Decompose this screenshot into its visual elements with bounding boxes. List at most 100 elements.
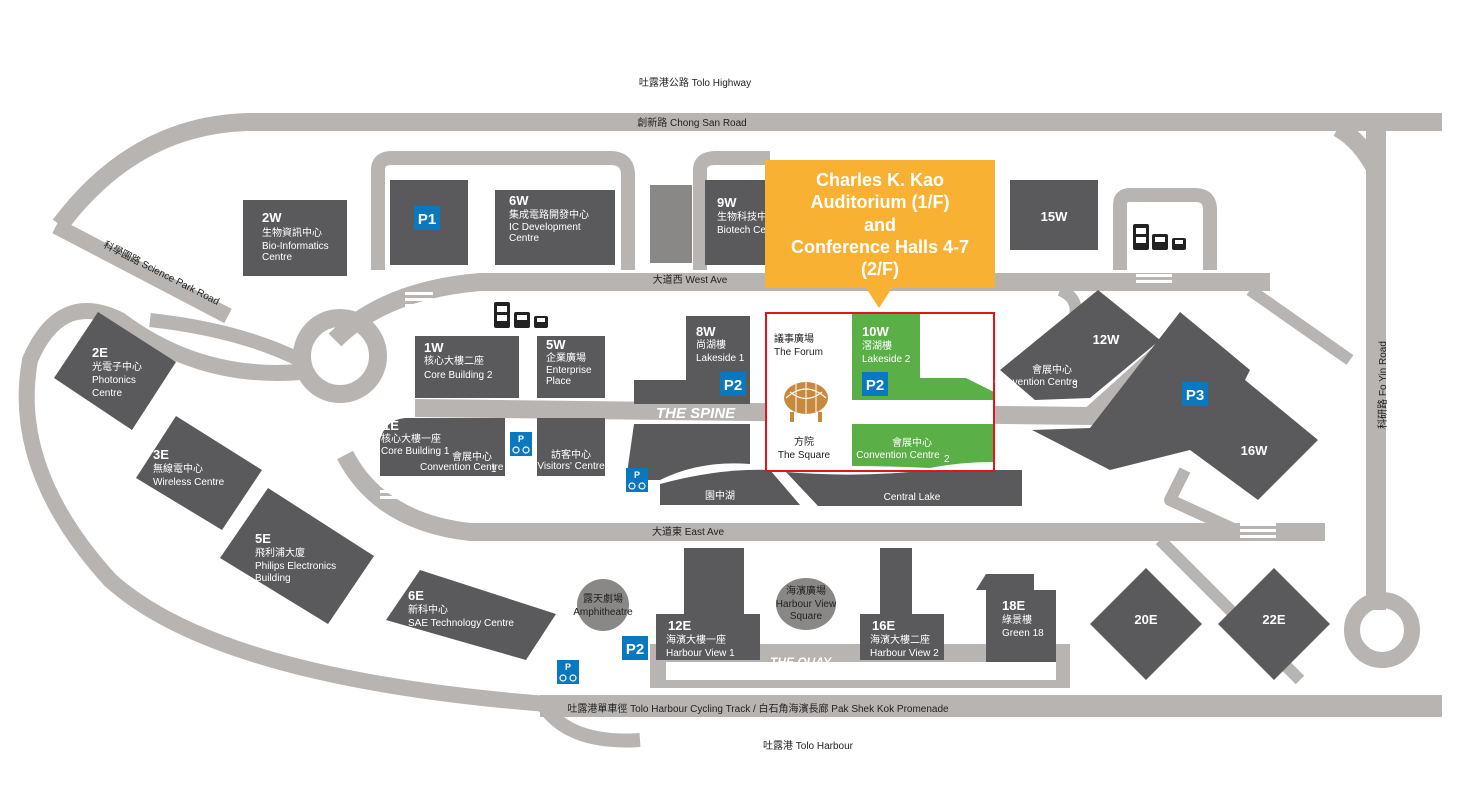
svg-text:Core Building 1: Core Building 1 [381, 446, 450, 457]
svg-text:露天劇場: 露天劇場 [583, 592, 623, 605]
svg-text:企業廣場: 企業廣場 [546, 351, 586, 364]
convention-centre-3-zh: 會展中心 [1032, 363, 1072, 376]
svg-text:8W: 8W [696, 324, 716, 339]
parking-p2-icon-10w [862, 372, 888, 396]
svg-text:Wireless Centre: Wireless Centre [153, 477, 225, 488]
building-2w[interactable]: 2W 生物資訊中心 Bio-Informatics Centre [243, 200, 347, 276]
convention-centre-1-zh: 會展中心 [452, 450, 492, 463]
amphitheatre[interactable]: 露天劇場 Amphitheatre [573, 579, 633, 631]
square-zh: 方院 [794, 435, 814, 448]
building-12w[interactable]: 12W 會展中心 Convention Centre 3 [994, 290, 1160, 400]
building-18e[interactable]: 18E 綠景樓 Green 18 [976, 574, 1056, 662]
lake-en-label: Central Lake [884, 492, 941, 503]
svg-text:Building: Building [255, 573, 291, 584]
the-quay-logo: THE QUAY [770, 655, 832, 669]
visitors-centre[interactable]: 訪客中心 Visitors' Centre [537, 418, 605, 476]
svg-text:Visitors' Centre: Visitors' Centre [537, 461, 605, 472]
parking-p3-label: P3 [1186, 387, 1204, 404]
svg-text:20E: 20E [1134, 612, 1157, 627]
svg-text:5W: 5W [546, 337, 566, 352]
building-3e[interactable]: 3E 無線電中心 Wireless Centre [136, 416, 262, 530]
svg-text:核心大樓二座: 核心大樓二座 [424, 354, 484, 367]
building-16w[interactable]: 16W P3 [1032, 312, 1318, 500]
building-15w[interactable]: 15W [1010, 180, 1098, 250]
svg-text:10W: 10W [862, 324, 889, 339]
svg-text:海濱廣場: 海濱廣場 [786, 584, 826, 597]
svg-text:15W: 15W [1041, 209, 1068, 224]
svg-text:Core Building 2: Core Building 2 [424, 370, 493, 381]
building-5e[interactable]: 5E 飛利浦大廈 Philips Electronics Building [220, 488, 374, 624]
svg-text:光電子中心: 光電子中心 [92, 360, 142, 373]
building-5w[interactable]: 5W 企業廣場 Enterprise Place [537, 336, 605, 398]
convention-centre-3-en: Convention Centre [994, 377, 1078, 388]
highlight-area[interactable]: 議事廣場 The Forum 10W 滘湖樓 Lakeside 2 P2 方院 … [765, 312, 995, 472]
callout-box [765, 160, 995, 288]
cycling-curve [533, 696, 641, 748]
svg-text:Harbour View 1: Harbour View 1 [666, 648, 735, 659]
transport-icons-east [1133, 224, 1186, 250]
svg-text:5E: 5E [255, 531, 271, 546]
svg-text:海濱大樓二座: 海濱大樓二座 [870, 633, 930, 646]
convention-centre-2-zh: 會展中心 [892, 436, 932, 449]
svg-text:18E: 18E [1002, 598, 1025, 613]
svg-text:生物科技中: 生物科技中 [717, 210, 767, 223]
svg-text:Lakeside 2: Lakeside 2 [862, 354, 911, 365]
building-8w[interactable]: 8W 尚湖樓 Lakeside 1 P2 [626, 316, 750, 480]
building-p1[interactable]: P1 [390, 180, 468, 265]
harbour-view-square[interactable]: 海濱廣場 Harbour View Square [776, 578, 837, 630]
chong-san-road-label: 創新路 Chong San Road [637, 116, 747, 129]
svg-text:12W: 12W [1093, 332, 1120, 347]
callout-line-1: Charles K. Kao [816, 170, 944, 190]
9w-loop [693, 151, 770, 270]
fo-yin-road-label: 科研路 Fo Yin Road [1376, 341, 1389, 429]
svg-text:滘湖樓: 滘湖樓 [862, 339, 892, 352]
building-1e[interactable]: 1E 核心大樓一座 Core Building 1 會展中心 Conventio… [380, 418, 505, 476]
svg-text:P2: P2 [866, 377, 884, 394]
convention-centre-1-en: Convention Centre [420, 462, 504, 473]
parking-p2-label: P2 [724, 377, 742, 394]
bike-parking-2[interactable]: P [626, 468, 648, 492]
svg-text:Philips Electronics: Philips Electronics [255, 561, 336, 572]
east-roundabout [1344, 592, 1420, 668]
convention-centre-2-number: 2 [944, 454, 950, 465]
svg-text:IC Development: IC Development [509, 222, 581, 233]
svg-text:Centre: Centre [262, 252, 292, 263]
building-2e[interactable]: 2E 光電子中心 Photonics Centre [54, 312, 176, 430]
forum-en: The Forum [774, 347, 823, 358]
building-12e[interactable]: 12E 海濱大樓一座 Harbour View 1 [656, 548, 760, 660]
bus-loop [1113, 188, 1217, 270]
tolo-highway-label: 吐露港公路 Tolo Highway [639, 76, 751, 89]
svg-text:16W: 16W [1241, 443, 1268, 458]
building-22e[interactable]: 22E [1218, 568, 1330, 680]
bike-parking-3[interactable]: P [557, 660, 579, 684]
svg-text:海濱大樓一座: 海濱大樓一座 [666, 633, 726, 646]
svg-text:6W: 6W [509, 193, 529, 208]
auditorium-callout[interactable]: Charles K. Kao Auditorium (1/F) and Conf… [765, 160, 995, 308]
callout-line-4: Conference Halls 4-7 [791, 237, 969, 257]
svg-text:Place: Place [546, 376, 571, 387]
svg-text:1E: 1E [383, 418, 399, 433]
building-6w[interactable]: 6W 集成電路開發中心 IC Development Centre [495, 190, 615, 265]
west-link [149, 313, 304, 367]
chong-san-road [52, 113, 1442, 231]
16w-connector [1164, 467, 1243, 538]
svg-text:SAE Technology Centre: SAE Technology Centre [408, 618, 514, 629]
svg-text:Biotech Ce: Biotech Ce [717, 225, 766, 236]
golden-egg-sculpture-icon [784, 382, 828, 422]
east-connector [1246, 285, 1354, 365]
svg-text:3E: 3E [153, 447, 169, 462]
building-16e[interactable]: 16E 海濱大樓二座 Harbour View 2 [860, 548, 944, 660]
building-20e[interactable]: 20E [1090, 568, 1202, 680]
building-1w[interactable]: 1W 核心大樓二座 Core Building 2 [415, 336, 519, 398]
bike-parking-1[interactable]: P [510, 432, 532, 456]
svg-text:P2: P2 [626, 641, 644, 658]
svg-text:Amphitheatre: Amphitheatre [573, 607, 633, 618]
building-6e[interactable]: 6E 新科中心 SAE Technology Centre [386, 570, 556, 660]
transport-icons-west [494, 302, 548, 328]
convention-centre-1-number: 1 [491, 464, 497, 475]
building-9w[interactable]: 9W 生物科技中 Biotech Ce [705, 180, 775, 265]
parking-p2-harbour[interactable]: P2 [622, 636, 648, 660]
convention-centre-2-en: Convention Centre [856, 450, 940, 461]
central-lake[interactable]: 園中湖 Central Lake [660, 469, 1022, 506]
convention-centre-2-shape [852, 424, 994, 468]
